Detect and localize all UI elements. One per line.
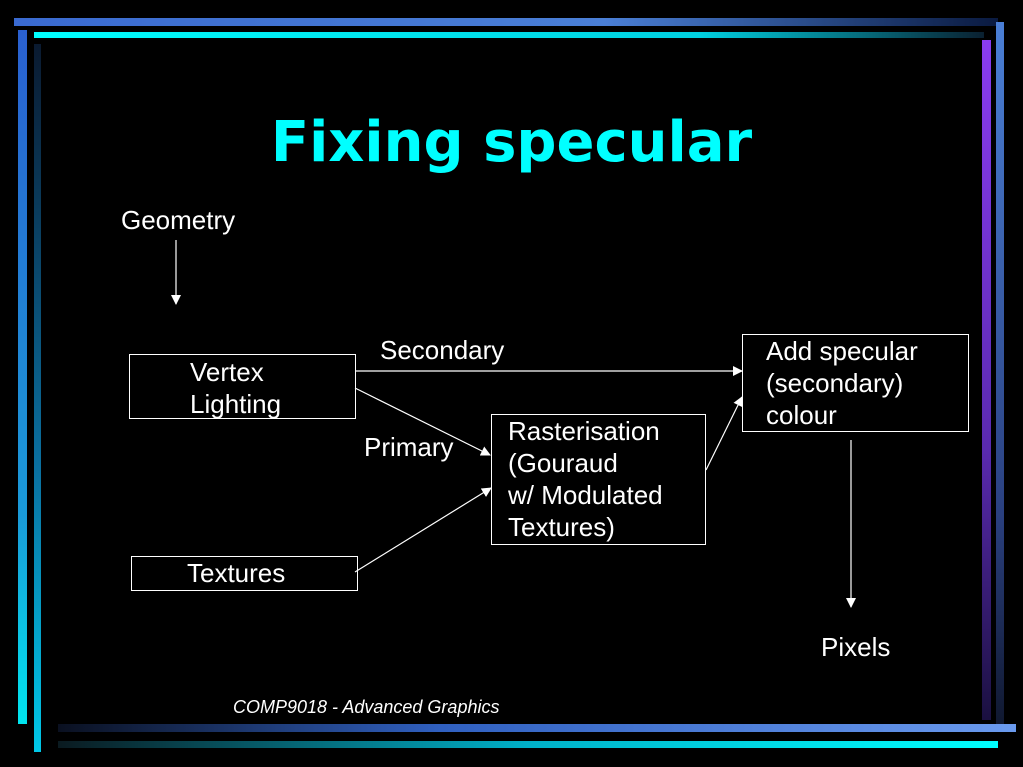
- node-add-specular-line3: colour: [766, 400, 837, 430]
- frame-left-inner: [34, 44, 41, 752]
- footer-course: COMP9018 - Advanced Graphics: [233, 697, 500, 717]
- frame-top-inner: [34, 32, 984, 38]
- node-rasterisation: Rasterisation (Gouraud w/ Modulated Text…: [491, 414, 706, 545]
- node-rasterisation-line3: w/ Modulated: [508, 480, 663, 510]
- node-vertex-lighting-line2: Lighting: [190, 389, 282, 419]
- frame-right-inner: [982, 40, 991, 720]
- frame-left-outer: [18, 30, 27, 724]
- node-add-specular-line1: Add specular: [766, 336, 918, 366]
- node-textures-label: Textures: [187, 558, 286, 588]
- node-rasterisation-line4: Textures): [508, 512, 615, 542]
- edge-raster-to-specular: [705, 396, 743, 471]
- node-textures: Textures: [131, 556, 358, 591]
- frame-top-outer: [14, 18, 998, 26]
- frame-bottom-inner: [58, 741, 998, 748]
- node-add-specular-line2: (secondary): [766, 368, 904, 398]
- edge-textures-to-raster: [354, 487, 492, 573]
- edge-label-primary: Primary: [364, 432, 454, 462]
- frame-right-outer: [996, 22, 1004, 724]
- node-geometry: Geometry: [121, 205, 236, 235]
- node-vertex-lighting-line1: Vertex: [190, 357, 264, 387]
- node-pixels: Pixels: [821, 632, 891, 662]
- node-vertex-lighting: Vertex Lighting: [129, 354, 356, 419]
- node-rasterisation-line2: (Gouraud: [508, 448, 618, 478]
- node-rasterisation-line1: Rasterisation: [508, 416, 660, 446]
- frame-bottom-outer: [58, 724, 1016, 732]
- node-add-specular: Add specular (secondary) colour: [742, 334, 969, 432]
- edge-label-secondary: Secondary: [380, 335, 505, 365]
- edge-primary: [354, 387, 491, 456]
- slide-title: Fixing specular: [270, 110, 753, 175]
